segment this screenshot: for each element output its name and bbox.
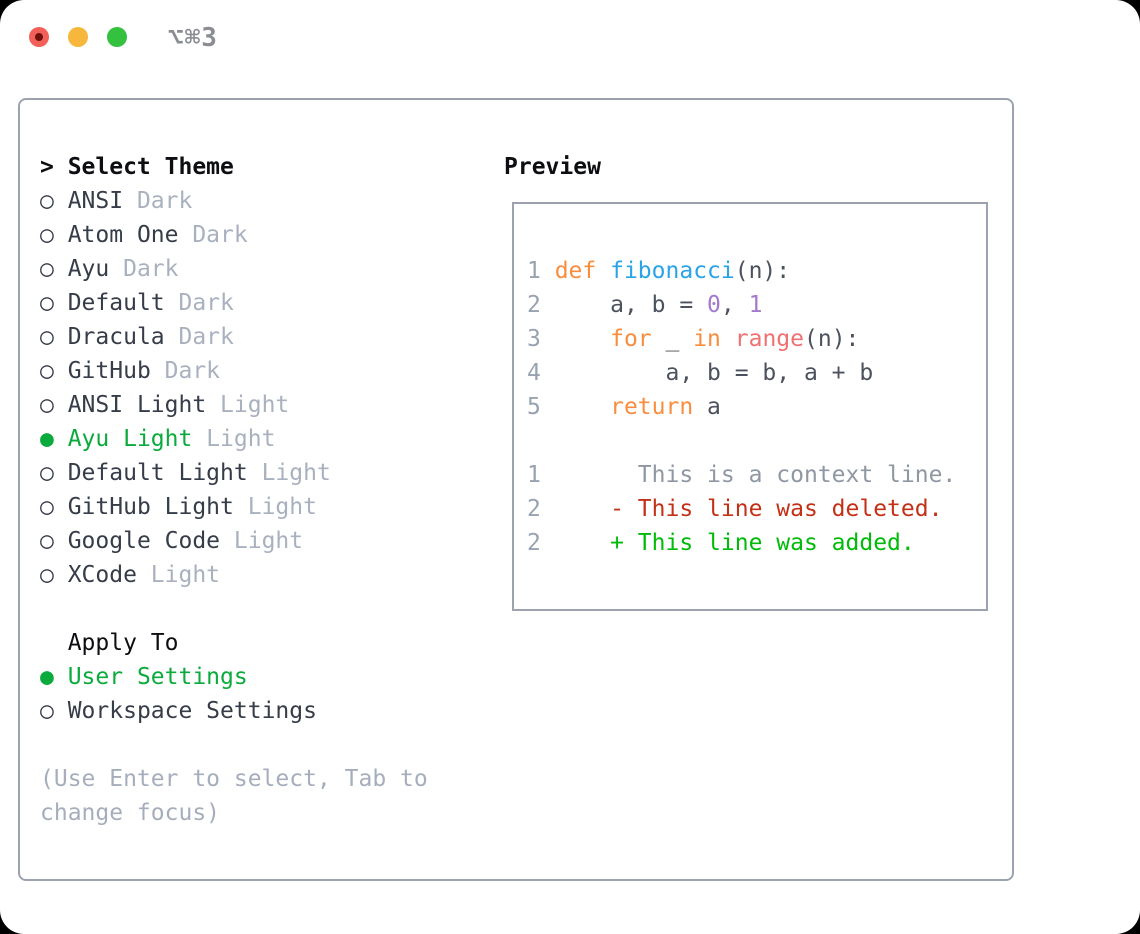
- code-preview: 1 def fibonacci(n): 2 a, b = 0, 1 3 for _ …: [514, 204, 986, 560]
- theme-item[interactable]: ○ ANSI Dark: [40, 188, 193, 214]
- window-title: ⌥⌘3: [168, 23, 218, 53]
- theme-selector-panel: > Select Theme ○ ANSI Dark ○ Atom One Dar…: [18, 98, 1014, 881]
- close-button[interactable]: [29, 27, 49, 47]
- close-dot-icon: [35, 33, 43, 41]
- theme-item[interactable]: ○ Default Dark: [40, 290, 234, 316]
- theme-item[interactable]: ○ GitHub Dark: [40, 358, 221, 384]
- title-bar: ⌥⌘3: [0, 0, 1140, 70]
- theme-item[interactable]: ○ Ayu Dark: [40, 256, 179, 282]
- zoom-button[interactable]: [107, 27, 127, 47]
- apply-option[interactable]: ● User Settings: [40, 664, 248, 690]
- code-line: [527, 424, 986, 458]
- keyboard-hint: (Use Enter to select, Tab to change focu…: [40, 766, 428, 826]
- code-line: 1 This is a context line.: [527, 462, 957, 488]
- code-line: 2 - This line was deleted.: [527, 496, 943, 522]
- theme-item[interactable]: ○ Google Code Light: [40, 528, 304, 554]
- code-line: 2 + This line was added.: [527, 530, 915, 556]
- code-line: 4 a, b = b, a + b: [527, 360, 874, 386]
- code-line: 2 a, b = 0, 1: [527, 292, 763, 318]
- select-theme-header: > Select Theme: [40, 154, 234, 180]
- theme-item[interactable]: ○ XCode Light: [40, 562, 221, 588]
- theme-item[interactable]: ○ GitHub Light Light: [40, 494, 317, 520]
- theme-item[interactable]: ● Ayu Light Light: [40, 426, 276, 452]
- apply-to-header: Apply To: [40, 630, 179, 656]
- theme-item[interactable]: ○ Default Light Light: [40, 460, 331, 486]
- theme-item[interactable]: ○ Atom One Dark: [40, 222, 248, 248]
- code-line: 3 for _ in range(n):: [527, 326, 860, 352]
- minimize-button[interactable]: [68, 27, 88, 47]
- theme-item[interactable]: ○ ANSI Light Light: [40, 392, 290, 418]
- preview-box: 1 def fibonacci(n): 2 a, b = 0, 1 3 for _ …: [512, 202, 988, 611]
- code-line: 5 return a: [527, 394, 721, 420]
- code-line: 1 def fibonacci(n):: [527, 258, 791, 284]
- section-gap: [40, 728, 460, 762]
- preview-header: Preview: [504, 154, 601, 180]
- theme-item[interactable]: ○ Dracula Dark: [40, 324, 234, 350]
- theme-list: > Select Theme ○ ANSI Dark ○ Atom One Dar…: [40, 150, 460, 830]
- section-gap: [40, 592, 460, 626]
- apply-option[interactable]: ○ Workspace Settings: [40, 698, 317, 724]
